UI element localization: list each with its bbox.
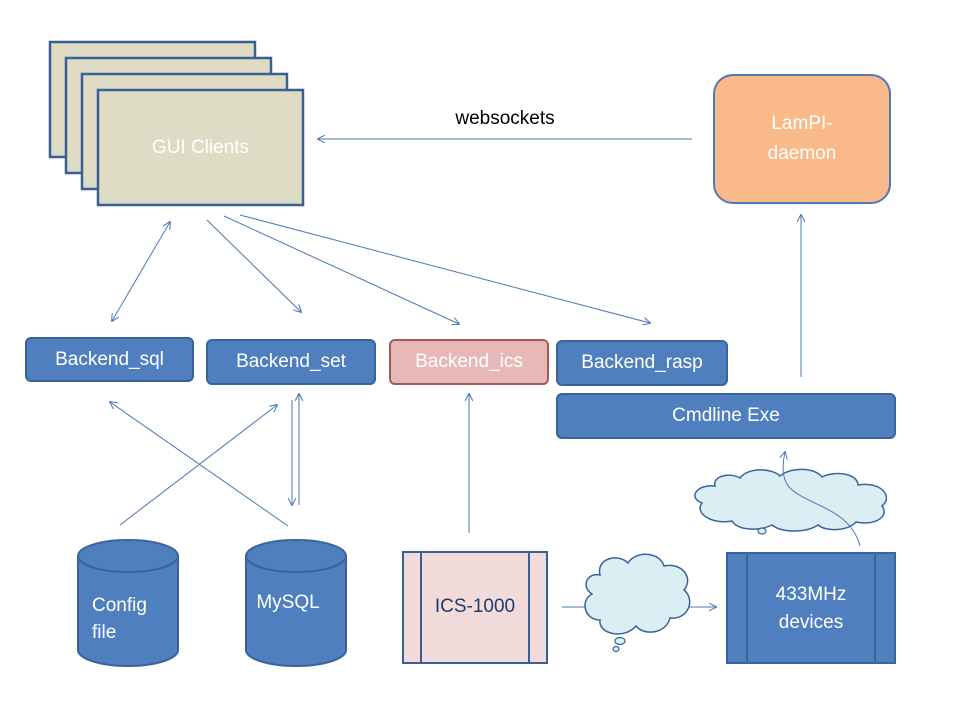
lampi-daemon-node: LamPI- daemon — [713, 74, 891, 204]
gui-set-arrow — [206, 219, 301, 312]
devices-box — [726, 552, 896, 664]
backend-ics-label: Backend_ics — [415, 351, 523, 372]
cmdline-exe-node: Cmdline Exe — [556, 393, 896, 439]
cylinder-icon — [245, 539, 347, 667]
config-file-label: Config file — [92, 595, 147, 643]
gui-clients-label: GUI Clients — [151, 137, 250, 158]
ics-1000-box — [402, 551, 548, 664]
cloud-icon — [584, 553, 691, 653]
backend-ics-node: Backend_ics — [389, 339, 549, 385]
gui-ics-arrow — [223, 215, 459, 324]
lampi-daemon-label: LamPI- daemon — [767, 113, 837, 164]
backend-rasp-label: Backend_rasp — [581, 352, 703, 373]
devices-cmdline-arrow — [783, 452, 861, 547]
gui-clients-stack — [48, 40, 305, 207]
backend-set-node: Backend_set — [206, 339, 376, 385]
backend-sql-node: Backend_sql — [25, 337, 194, 382]
mysql-label: MySQL — [256, 592, 320, 613]
cmdline-exe-label: Cmdline Exe — [672, 405, 780, 426]
gui-sql-arrow — [112, 222, 170, 321]
ics-1000-label: ICS-1000 — [434, 596, 516, 617]
backend-set-label: Backend_set — [236, 351, 346, 372]
cloud-icon — [694, 468, 888, 535]
backend-sql-label: Backend_sql — [55, 348, 164, 370]
gui-rasp-arrow — [239, 214, 650, 323]
cylinder-icon — [77, 539, 179, 667]
websockets-label: websockets — [455, 108, 555, 129]
backend-rasp-node: Backend_rasp — [556, 340, 728, 386]
devices-433-label: 433MHz devices — [775, 584, 847, 633]
config-set-arrow — [119, 405, 277, 526]
